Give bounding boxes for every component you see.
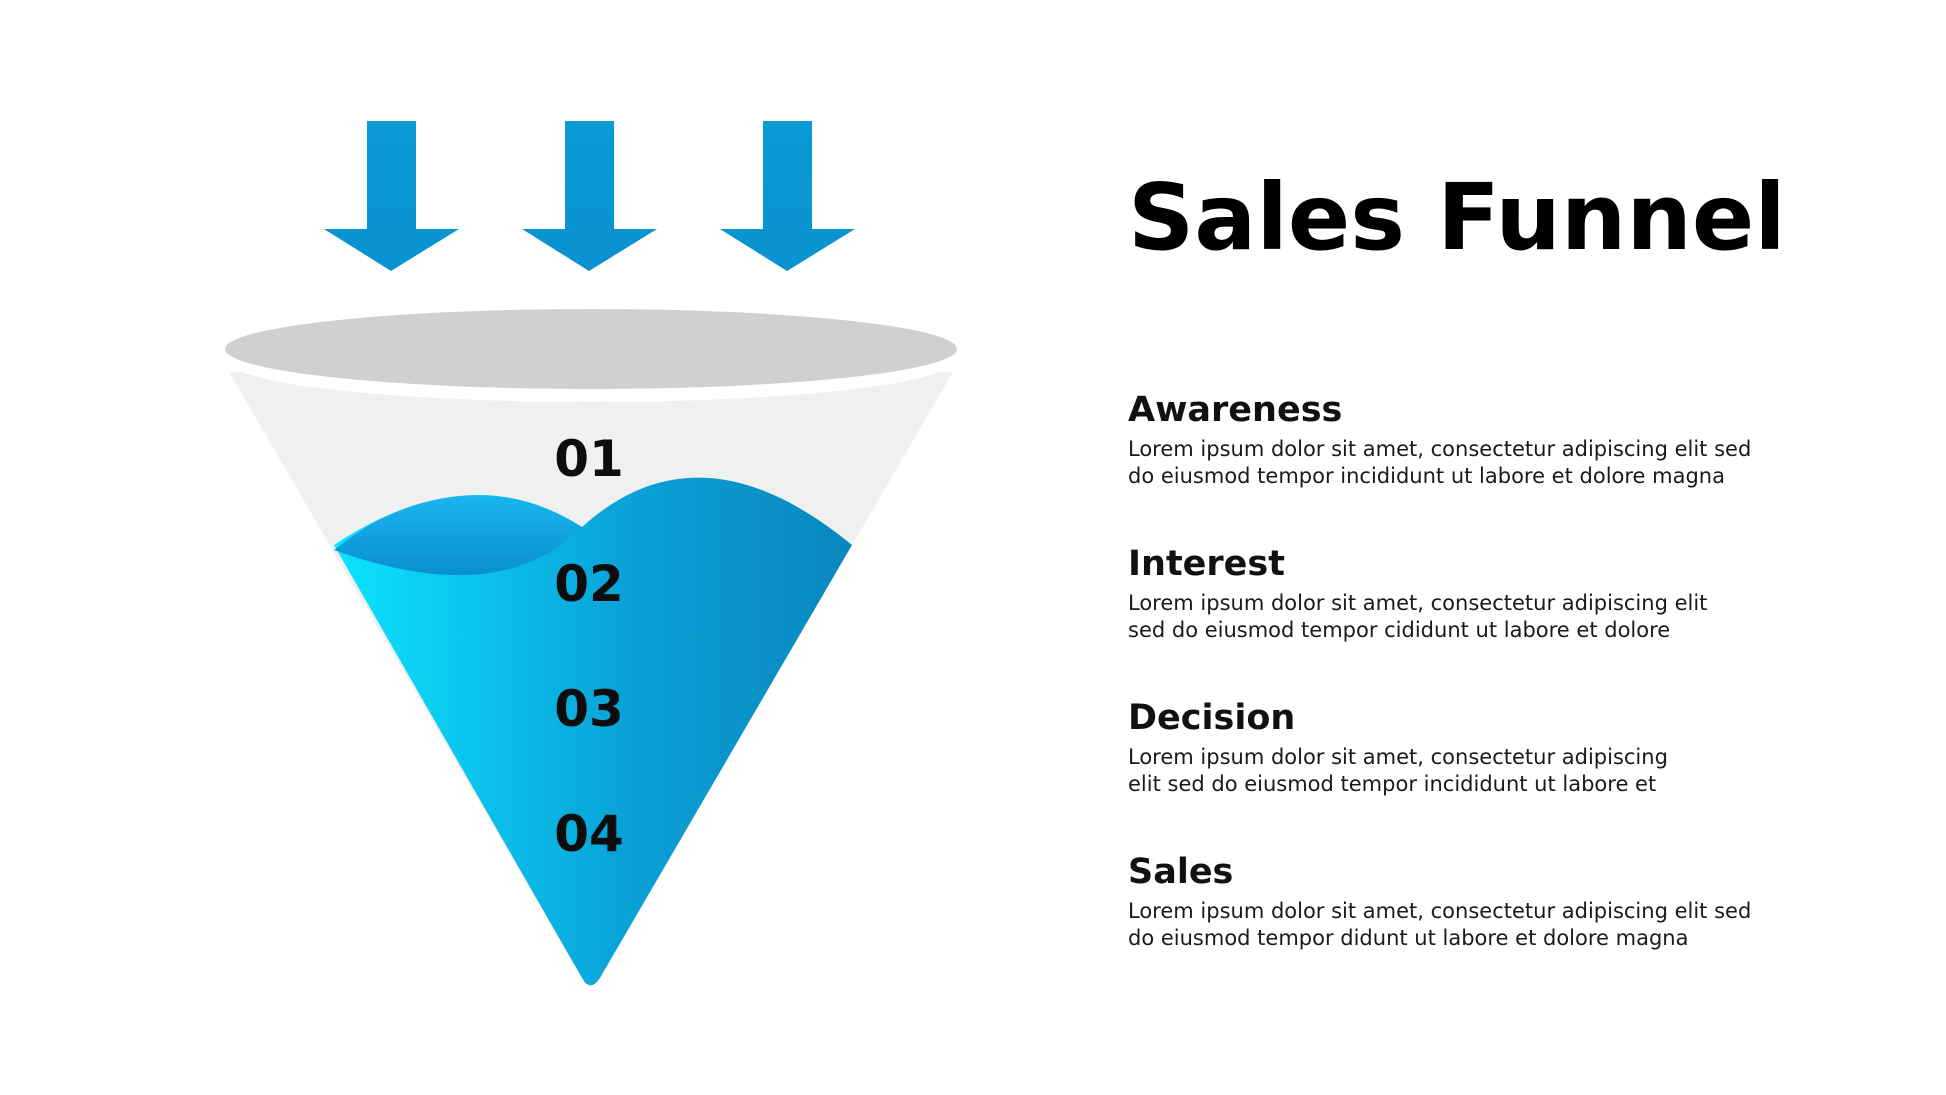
page-title: Sales Funnel [1128, 164, 1786, 271]
stage-heading: Interest [1128, 544, 1285, 584]
funnel-liquid [334, 477, 852, 986]
funnel-rim [225, 309, 957, 389]
stage-heading: Awareness [1128, 390, 1343, 430]
stage-description-line: Lorem ipsum dolor sit amet, consectetur … [1128, 745, 1668, 769]
stage-description: Lorem ipsum dolor sit amet, consectetur … [1128, 898, 1888, 952]
stage-description-line: do eiusmod tempor incididunt ut labore e… [1128, 464, 1725, 488]
stage-sales: Sales Lorem ipsum dolor sit amet, consec… [1128, 852, 1888, 952]
arrow-down-icon [324, 121, 459, 271]
stage-description-line: Lorem ipsum dolor sit amet, consectetur … [1128, 591, 1708, 615]
arrow-down-icon [720, 121, 855, 271]
stage-description: Lorem ipsum dolor sit amet, consectetur … [1128, 744, 1888, 798]
stage-description: Lorem ipsum dolor sit amet, consectetur … [1128, 436, 1888, 490]
stage-description: Lorem ipsum dolor sit amet, consectetur … [1128, 590, 1888, 644]
stage-description-line: Lorem ipsum dolor sit amet, consectetur … [1128, 899, 1752, 923]
stage-decision: Decision Lorem ipsum dolor sit amet, con… [1128, 698, 1888, 798]
stage-description-line: sed do eiusmod tempor cididunt ut labore… [1128, 618, 1671, 642]
stage-interest: Interest Lorem ipsum dolor sit amet, con… [1128, 544, 1888, 644]
stage-awareness: Awareness Lorem ipsum dolor sit amet, co… [1128, 390, 1888, 490]
arrow-down-icon [522, 121, 657, 271]
stage-number-02: 02 [554, 555, 624, 613]
stage-description-line: Lorem ipsum dolor sit amet, consectetur … [1128, 437, 1752, 461]
stage-heading: Sales [1128, 852, 1234, 892]
stage-heading: Decision [1128, 698, 1296, 738]
stage-number-01: 01 [554, 430, 624, 488]
stage-description-line: elit sed do eiusmod tempor incididunt ut… [1128, 772, 1657, 796]
stage-description-line: do eiusmod tempor didunt ut labore et do… [1128, 926, 1689, 950]
stage-number-03: 03 [554, 680, 624, 738]
stage-number-04: 04 [554, 805, 624, 863]
funnel-graphic: 01 02 03 04 [225, 121, 957, 986]
funnel-liquid-wave [334, 496, 582, 576]
